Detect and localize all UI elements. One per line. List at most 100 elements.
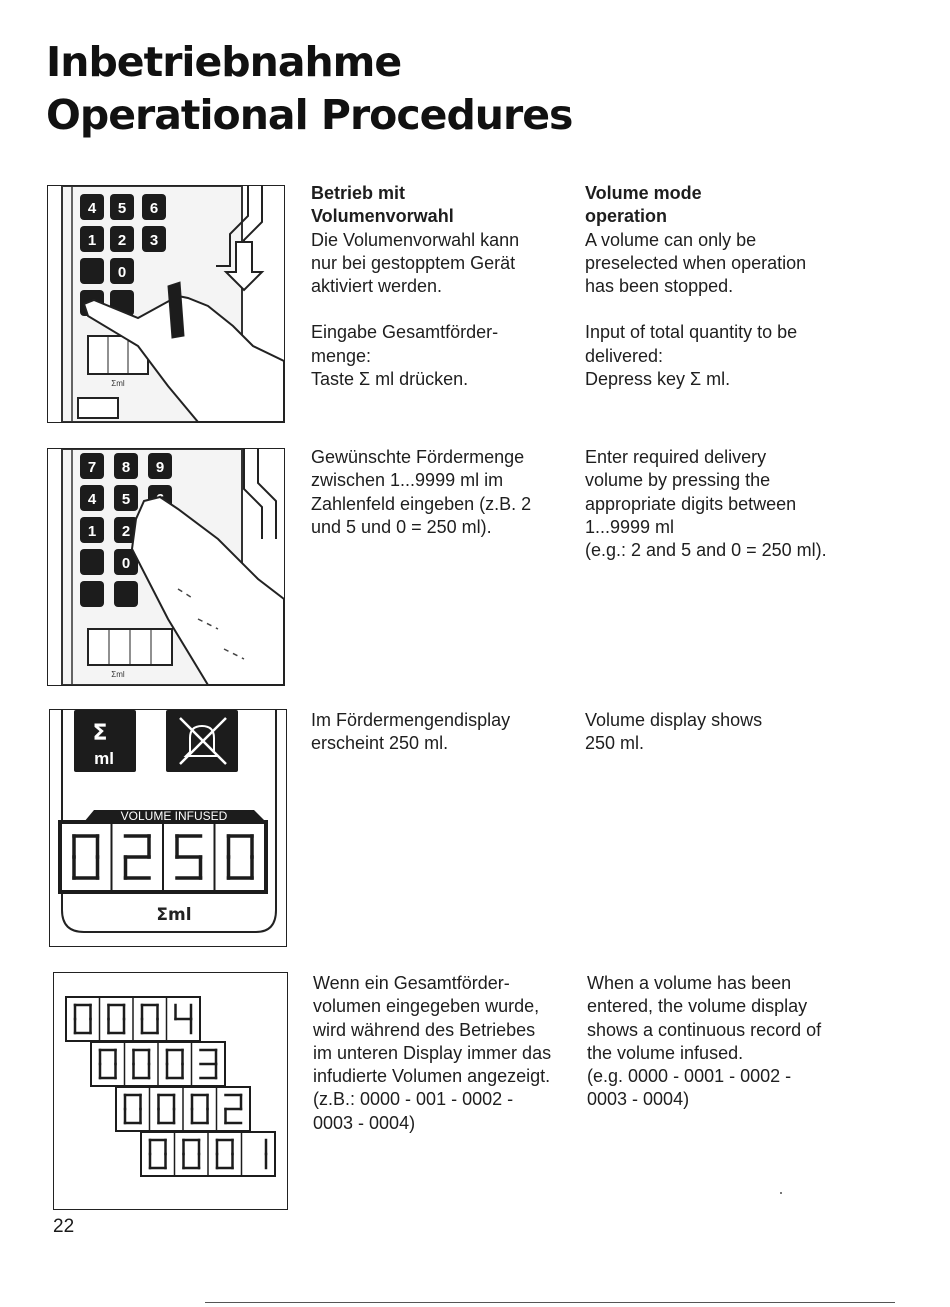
volume-infused-banner: VOLUME INFUSED (121, 809, 228, 823)
display-digit (132, 1048, 151, 1080)
title-english: Operational Procedures (46, 91, 573, 139)
sigma-label: Σml (111, 379, 125, 388)
svg-text:9: 9 (156, 459, 164, 476)
display-digit (224, 1093, 243, 1125)
display-digit (98, 1048, 117, 1080)
figure-keypad-sigma-key: 4 5 6 1 2 3 0 Σml (47, 185, 285, 423)
svg-text:ml: ml (94, 749, 114, 768)
step1-german-text2: Eingabe Gesamtförder- menge: Taste Σ ml … (311, 322, 499, 390)
scan-speck (780, 1192, 782, 1194)
key-6: 6 (142, 194, 166, 220)
key-1: 1 (80, 517, 104, 543)
display-digit (182, 1138, 201, 1170)
step2-german: Gewünschte Fördermenge zwischen 1...9999… (311, 446, 586, 539)
svg-text:2: 2 (122, 523, 130, 540)
step1-german: Betrieb mit Volumenvorwahl Die Volumenvo… (311, 182, 586, 391)
step1-english: Volume mode operation A volume can only … (585, 182, 860, 391)
key-0: 0 (110, 258, 134, 284)
page-number: 22 (53, 1216, 75, 1237)
sigma-ml-unit: Σml (156, 905, 191, 925)
display-digit (140, 1003, 159, 1035)
volume-display-0004 (65, 996, 201, 1042)
display-digit (165, 1048, 184, 1080)
display-digit (72, 834, 100, 880)
step1-english-text: A volume can only be preselected when op… (585, 229, 807, 297)
key-9: 9 (148, 453, 172, 479)
display-digit (190, 1093, 209, 1125)
down-arrow-icon (223, 241, 265, 292)
step3-german: Im Fördermengendisplay erscheint 250 ml. (311, 709, 586, 756)
volume-display-illustration: Σ ml VOLUME INFUSED Σml (50, 710, 286, 946)
display-digit (174, 1003, 193, 1035)
svg-text:1: 1 (88, 232, 96, 249)
keypad-entry-illustration: 7 8 9 4 5 6 1 2 0 Σml (48, 449, 284, 685)
display-digit (123, 1093, 142, 1125)
sigma-label: Σml (111, 670, 125, 679)
volume-display-0002 (115, 1086, 251, 1132)
step1-english-text2: Input of total quantity to be delivered:… (585, 322, 798, 390)
seven-segment-display (72, 822, 254, 892)
display-digit (73, 1003, 92, 1035)
key-4: 4 (80, 194, 104, 220)
pointing-finger-icon (130, 495, 284, 685)
display-digit (157, 1093, 176, 1125)
key-7: 7 (80, 453, 104, 479)
key-alarm-mute (114, 581, 138, 607)
svg-text:8: 8 (122, 459, 130, 476)
step3-german-text: Im Fördermengendisplay erscheint 250 ml. (311, 710, 511, 754)
display-digit (215, 1138, 234, 1170)
step3-english-text: Volume display shows 250 ml. (585, 710, 763, 754)
key-4: 4 (80, 485, 104, 511)
stacked-displays-illustration (54, 973, 287, 1209)
display-digit (107, 1003, 126, 1035)
keypad-illustration: 4 5 6 1 2 3 0 Σml (48, 186, 284, 422)
display-digit (199, 1048, 218, 1080)
key-2: 2 (110, 226, 134, 252)
step2-german-text: Gewünschte Fördermenge zwischen 1...9999… (311, 447, 532, 537)
key-sigma-ml (80, 581, 104, 607)
key-2: 2 (114, 517, 138, 543)
step4-english: When a volume has been entered, the volu… (587, 972, 877, 1112)
figure-stacked-displays (53, 972, 288, 1210)
svg-text:0: 0 (118, 264, 126, 281)
step4-german: Wenn ein Gesamtförder- volumen eingegebe… (313, 972, 588, 1135)
step1-english-heading: Volume mode operation (585, 183, 702, 227)
step3-english: Volume display shows 250 ml. (585, 709, 860, 756)
footer-rule (205, 1302, 895, 1303)
svg-text:3: 3 (150, 232, 158, 249)
svg-text:Σ: Σ (92, 721, 107, 746)
svg-text:1: 1 (88, 523, 96, 540)
volume-display-0001 (140, 1131, 276, 1177)
key-function (80, 258, 104, 284)
step1-german-text: Die Volumenvorwahl kann nur bei gestoppt… (311, 229, 520, 297)
volume-display-0003 (90, 1041, 226, 1087)
svg-text:7: 7 (88, 459, 96, 476)
svg-text:6: 6 (150, 200, 158, 217)
step2-english-text: Enter required delivery volume by pressi… (585, 447, 827, 561)
key-1: 1 (80, 226, 104, 252)
key-5: 5 (110, 194, 134, 220)
step4-german-text: Wenn ein Gesamtförder- volumen eingegebe… (313, 973, 552, 1133)
key-0: 0 (114, 549, 138, 575)
key-5: 5 (114, 485, 138, 511)
svg-text:2: 2 (118, 232, 126, 249)
title-german: Inbetriebnahme (46, 38, 402, 86)
svg-text:4: 4 (88, 491, 97, 508)
svg-text:5: 5 (122, 491, 130, 508)
step2-english: Enter required delivery volume by pressi… (585, 446, 875, 562)
display-digit (175, 834, 203, 880)
display-digit (226, 834, 254, 880)
alarm-mute-icon (166, 710, 238, 772)
figure-keypad-digit-entry: 7 8 9 4 5 6 1 2 0 Σml (47, 448, 285, 686)
step1-german-heading: Betrieb mit Volumenvorwahl (311, 183, 454, 227)
display-digit (123, 834, 151, 880)
svg-text:0: 0 (122, 555, 130, 572)
display-digit (148, 1138, 167, 1170)
svg-text:4: 4 (88, 200, 97, 217)
key-function (80, 549, 104, 575)
key-8: 8 (114, 453, 138, 479)
key-3: 3 (142, 226, 166, 252)
pointing-finger-icon (82, 294, 284, 422)
step4-english-text: When a volume has been entered, the volu… (587, 973, 822, 1110)
figure-volume-display: Σ ml VOLUME INFUSED Σml (49, 709, 287, 947)
